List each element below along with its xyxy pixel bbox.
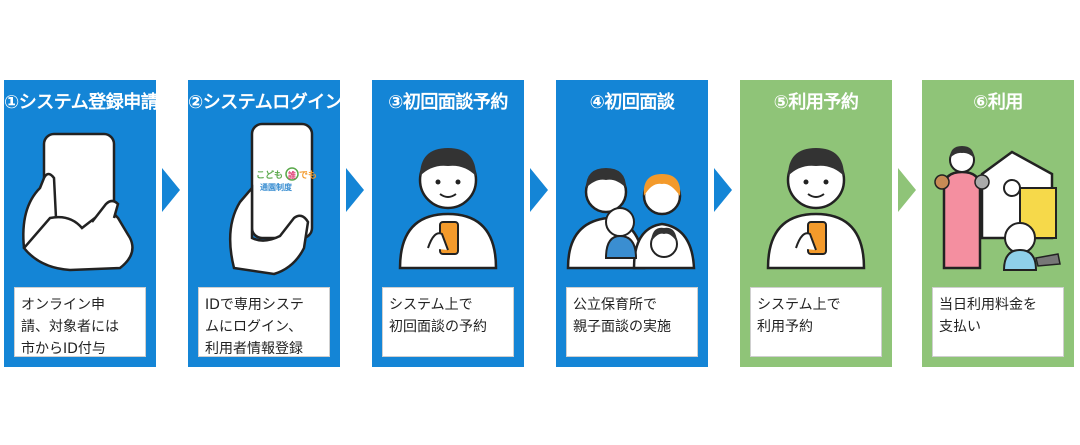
desc-line: 市からID付与 [21, 341, 106, 357]
desc-line: 公立保育所で [573, 297, 657, 313]
step-1-registration: ①システム登録申請 オンライン申 請、対象者には 市からID付与 [4, 80, 159, 367]
person-phone-icon [378, 118, 518, 278]
desc-line: 利用者情報登録 [205, 341, 303, 357]
desc-line: 親子面談の実施 [573, 319, 671, 335]
desc-line: 利用予約 [757, 319, 813, 335]
app-logo-text: 誰 [288, 170, 296, 180]
step-title: ①システム登録申請 [4, 92, 159, 113]
app-logo-text: 通園制度 [260, 182, 293, 192]
app-logo-text: こども [256, 169, 283, 181]
app-logo-text: でも [299, 170, 317, 181]
hand-phone-icon [10, 118, 150, 278]
step-description: 当日利用料金を 支払い [932, 287, 1064, 357]
desc-line: 初回面談の予約 [389, 319, 487, 335]
arrow-icon [898, 168, 916, 212]
step-description: システム上で 利用予約 [750, 287, 882, 357]
step-title: ⑤利用予約 [773, 92, 859, 113]
step-5-reservation: ⑤利用予約 システム上で 利用予約 [740, 80, 892, 367]
step-description: システム上で 初回面談の予約 [382, 287, 514, 357]
arrow-icon [714, 168, 732, 212]
desc-line: システム上で [757, 297, 841, 313]
desc-line: オンライン申 [21, 297, 105, 313]
arrow-icon [530, 168, 548, 212]
step-2-login: ②システムログイン こども 誰 でも 通園制度 IDで専用システ ムにログイン、… [188, 80, 343, 367]
step-description: 公立保育所で 親子面談の実施 [566, 287, 698, 357]
nursery-icon [928, 118, 1068, 278]
step-4-interview: ④初回面談 公立保育所で 親子面談の実施 [556, 80, 708, 367]
step-description: オンライン申 請、対象者には 市からID付与 [14, 287, 146, 357]
hand-phone-app-icon: こども 誰 でも 通園制度 [194, 118, 334, 278]
step-6-use: ⑥利用 当日利用料金を 支払い [922, 80, 1074, 367]
step-title: ⑥利用 [973, 92, 1023, 113]
step-title: ②システムログイン [188, 92, 343, 113]
step-title: ④初回面談 [589, 92, 675, 113]
desc-line: 支払い [939, 319, 981, 335]
desc-line: 請、対象者には [21, 319, 119, 335]
step-3-interview-booking: ③初回面談予約 システム上で 初回面談の予約 [372, 80, 524, 367]
arrow-icon [162, 168, 180, 212]
desc-line: IDで専用システ [205, 297, 304, 313]
desc-line: システム上で [389, 297, 473, 313]
arrow-icon [346, 168, 364, 212]
family-icon [562, 118, 702, 278]
desc-line: 当日利用料金を [939, 297, 1037, 313]
step-title: ③初回面談予約 [388, 92, 508, 113]
person-phone-icon [746, 118, 886, 278]
step-description: IDで専用システ ムにログイン、 利用者情報登録 [198, 287, 330, 357]
desc-line: ムにログイン、 [205, 319, 303, 335]
